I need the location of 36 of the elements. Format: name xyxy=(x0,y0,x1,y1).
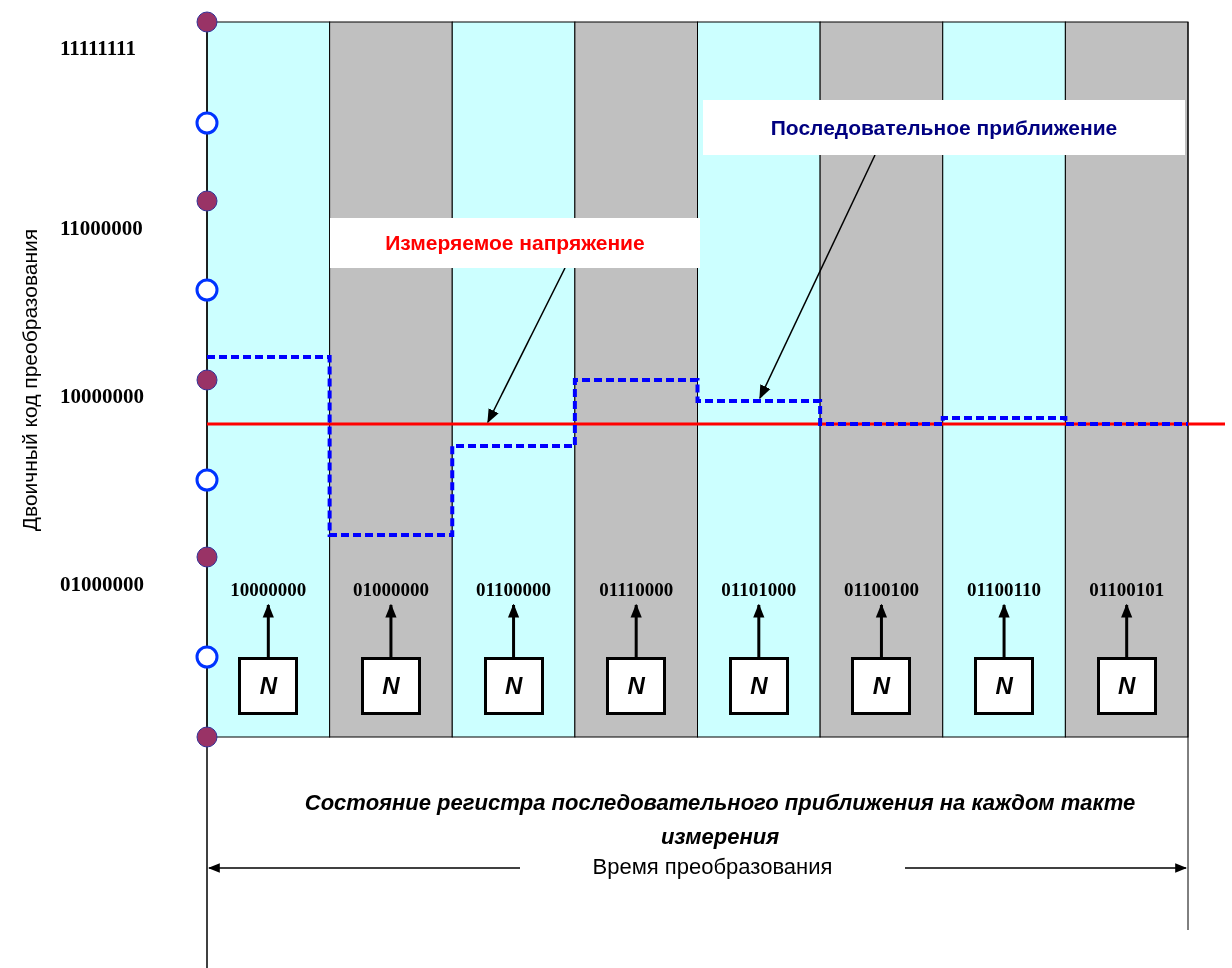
tick-label: 01000000 xyxy=(60,572,144,596)
callout-label: Измеряемое напряжение xyxy=(330,218,700,268)
arrow xyxy=(998,603,1010,657)
register-value: 01100101 xyxy=(1071,579,1182,603)
register-box: N xyxy=(606,657,667,715)
register-box: N xyxy=(974,657,1035,715)
register-value: 01101000 xyxy=(703,579,814,603)
dimension-label: Время преобразования xyxy=(591,854,834,880)
arrow xyxy=(630,603,642,657)
register-box: N xyxy=(728,657,789,715)
register-box: N xyxy=(238,657,299,715)
approximation-step-line xyxy=(207,355,1188,537)
leader-line xyxy=(487,267,566,424)
arrow xyxy=(385,603,397,657)
register-box: N xyxy=(483,657,544,715)
arrow xyxy=(875,603,888,657)
callout-label: Последовательное приближение xyxy=(703,100,1185,155)
tick-label: 11000000 xyxy=(60,216,143,240)
arrow xyxy=(1121,603,1133,657)
register-box: N xyxy=(1096,657,1157,715)
register-value: 01110000 xyxy=(581,579,692,603)
register-box: N xyxy=(360,657,421,715)
arrow xyxy=(262,603,274,657)
axis-title: Двоичный код преобразования xyxy=(18,227,42,534)
register-value: 01100110 xyxy=(949,579,1060,603)
register-value: 10000000 xyxy=(213,579,324,603)
leader-line xyxy=(759,154,876,400)
tick-label: 11111111 xyxy=(60,36,136,60)
caption: Состояние регистра последовательного приближения на каждом такте измерения xyxy=(303,789,1137,851)
register-box: N xyxy=(851,657,912,715)
register-value: 01100100 xyxy=(826,579,937,603)
arrow xyxy=(753,603,765,657)
register-value: 01100000 xyxy=(458,579,569,603)
tick-label: 10000000 xyxy=(60,384,144,408)
arrow xyxy=(507,603,520,657)
register-value: 01000000 xyxy=(335,579,446,603)
